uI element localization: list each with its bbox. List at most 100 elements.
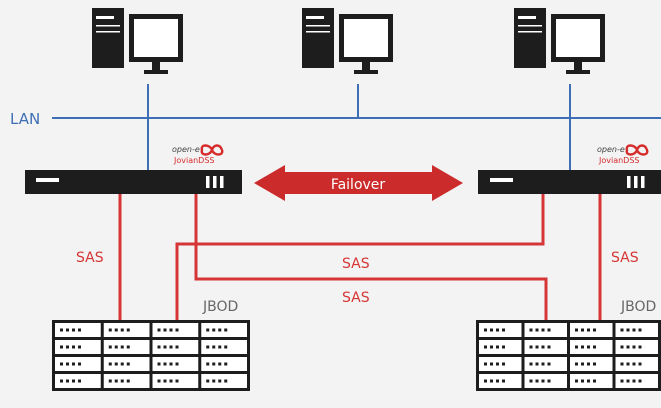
drive-led — [620, 328, 624, 332]
sas-label-right: SAS — [611, 250, 639, 266]
drive-led — [575, 379, 578, 383]
server-left — [25, 170, 242, 194]
drive-led — [163, 345, 167, 349]
workstation-middle — [302, 8, 393, 74]
drive-led — [78, 362, 81, 366]
drive-led — [175, 345, 179, 349]
sas-label-cross-lower: SAS — [342, 290, 370, 306]
drive-bay — [570, 374, 613, 388]
drive-bay — [55, 374, 101, 388]
drive-bay — [55, 357, 101, 371]
drive-bay — [570, 323, 613, 337]
drive-led — [632, 379, 636, 383]
drive-led — [575, 345, 578, 349]
drive-led — [60, 328, 63, 332]
drive-bay — [615, 374, 658, 388]
drive-led — [175, 379, 179, 383]
drive-led — [529, 379, 533, 383]
drive-led — [66, 328, 69, 332]
drive-led — [206, 362, 210, 366]
drive-led — [108, 379, 112, 383]
failover-arrow — [254, 165, 463, 201]
drive-bay — [479, 357, 522, 371]
drive-led — [66, 379, 69, 383]
product-name-left: JovianDSS — [173, 156, 215, 165]
drive-bay — [524, 323, 567, 337]
drive-led — [72, 379, 75, 383]
drive-led — [593, 379, 596, 383]
drive-bay — [615, 340, 658, 354]
drive-led — [638, 328, 642, 332]
drive-bay — [201, 374, 247, 388]
drive-led — [126, 362, 130, 366]
drive-bay — [201, 357, 247, 371]
drive-led — [169, 362, 173, 366]
drive-led — [547, 362, 551, 366]
drive-led — [632, 328, 636, 332]
drive-led — [593, 362, 596, 366]
drive-led — [535, 345, 539, 349]
drive-led — [581, 362, 584, 366]
drive-led — [620, 345, 624, 349]
drive-bay — [524, 340, 567, 354]
drive-led — [638, 362, 642, 366]
drive-led — [218, 345, 222, 349]
drive-led — [587, 345, 590, 349]
drive-bay — [615, 323, 658, 337]
drive-led — [78, 379, 81, 383]
drive-led — [157, 362, 161, 366]
drive-led — [206, 328, 210, 332]
drive-led — [575, 328, 578, 332]
drive-led — [502, 328, 505, 332]
drive-led — [163, 328, 167, 332]
drive-led — [541, 345, 545, 349]
drive-bay — [201, 323, 247, 337]
drive-bay — [615, 357, 658, 371]
drive-led — [126, 345, 130, 349]
drive-led — [593, 328, 596, 332]
failover-label: Failover — [331, 177, 386, 193]
drive-led — [626, 379, 630, 383]
drive-led — [175, 328, 179, 332]
drive-led — [218, 362, 222, 366]
drive-bay — [570, 340, 613, 354]
drive-led — [163, 362, 167, 366]
drive-led — [212, 345, 216, 349]
drive-led — [638, 379, 642, 383]
drive-led — [120, 362, 124, 366]
drive-bay — [479, 374, 522, 388]
drive-led — [547, 345, 551, 349]
drive-led — [78, 345, 81, 349]
drive-led — [490, 345, 493, 349]
drive-bay — [103, 357, 150, 371]
drive-led — [587, 379, 590, 383]
drive-led — [157, 328, 161, 332]
drive-led — [126, 379, 130, 383]
drive-led — [620, 362, 624, 366]
drive-led — [114, 345, 118, 349]
drive-led — [60, 345, 63, 349]
drive-led — [484, 328, 487, 332]
drive-led — [620, 379, 624, 383]
drive-led — [490, 379, 493, 383]
drive-bay — [152, 340, 199, 354]
drive-led — [626, 328, 630, 332]
sas-label-cross-upper: SAS — [342, 256, 370, 272]
drive-led — [218, 328, 222, 332]
drive-bay — [103, 340, 150, 354]
drive-led — [60, 379, 63, 383]
jbod-label-left: JBOD — [202, 299, 238, 315]
product-name-right: JovianDSS — [598, 156, 640, 165]
sas-label-left: SAS — [76, 250, 104, 266]
drive-led — [120, 328, 124, 332]
drive-led — [108, 362, 112, 366]
drive-led — [484, 345, 487, 349]
drive-led — [490, 328, 493, 332]
infinity-icon — [625, 144, 649, 156]
drive-led — [169, 379, 173, 383]
drive-led — [496, 345, 499, 349]
drive-led — [169, 345, 173, 349]
drive-led — [632, 362, 636, 366]
sas-cable-cross-lower — [194, 193, 548, 325]
drive-led — [587, 362, 590, 366]
